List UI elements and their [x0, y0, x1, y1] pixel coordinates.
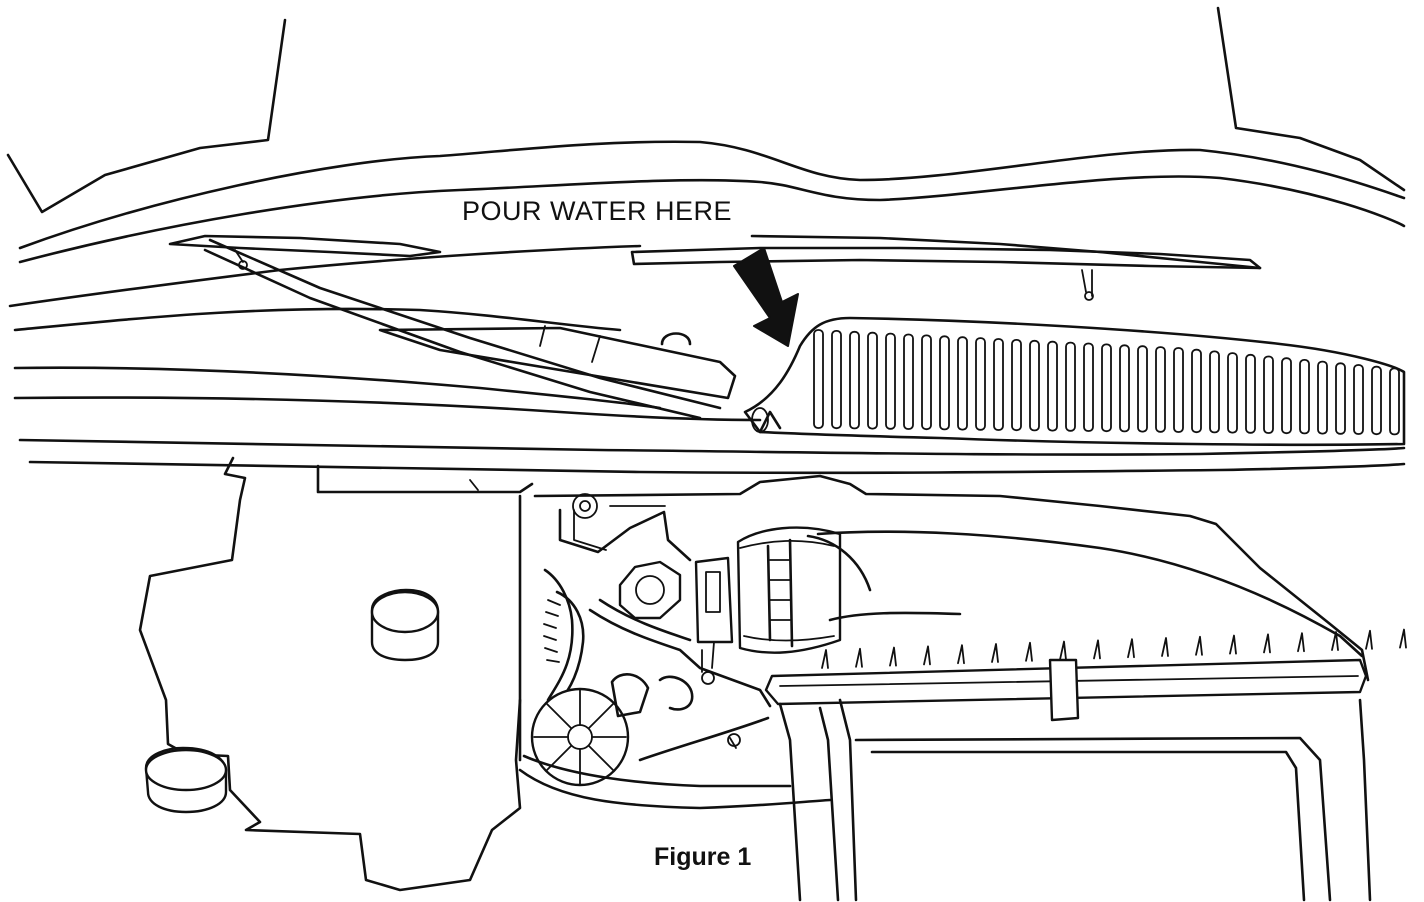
filter-rib	[1195, 635, 1203, 656]
vent-slot	[1245, 353, 1256, 434]
cap-lower	[144, 746, 228, 814]
engine-components	[518, 474, 1407, 902]
vent-slot	[1281, 357, 1292, 435]
vent-slot	[1029, 339, 1040, 432]
filter-rib	[1059, 640, 1067, 661]
filter-rib	[1229, 634, 1237, 655]
vent-slot	[1191, 348, 1202, 434]
filter-rib	[1127, 638, 1135, 659]
vent-slot	[1083, 342, 1094, 432]
figure-caption: Figure 1	[654, 843, 752, 871]
vent-slot	[993, 338, 1004, 431]
vent-slot	[867, 331, 878, 430]
vent-slot	[975, 337, 986, 431]
vent-slot	[1119, 344, 1130, 433]
vent-slot	[1263, 355, 1274, 434]
vent-slot	[957, 336, 968, 431]
vent-slot	[921, 334, 932, 431]
filter-rib	[855, 647, 863, 668]
vent-slot	[1137, 345, 1148, 433]
vent-slot	[1209, 350, 1220, 434]
pour-water-here-label: POUR WATER HERE	[462, 196, 733, 226]
down-right-arrow-icon	[733, 247, 799, 347]
vent-slot	[1335, 362, 1346, 435]
filter-rib	[991, 643, 999, 663]
bulkhead	[138, 456, 534, 892]
vent-slot	[1353, 364, 1364, 435]
vent-slot	[1011, 338, 1022, 432]
vent-slot	[1227, 352, 1238, 434]
cap-upper	[370, 588, 440, 662]
vent-slot	[1155, 346, 1166, 433]
vent-slot	[1065, 341, 1076, 432]
filter-rib	[1093, 639, 1101, 660]
wiper-right	[630, 234, 1262, 301]
vent-slot	[1299, 358, 1310, 435]
filter-rib	[1263, 633, 1271, 654]
vent-slot	[1317, 360, 1328, 435]
vent-slot	[813, 329, 824, 429]
filter-rib	[1331, 631, 1339, 651]
filter-rib	[821, 649, 829, 669]
vent-slot	[831, 329, 842, 430]
cowl-panel	[8, 140, 1406, 475]
filter-rib	[889, 646, 897, 667]
vent-slot	[1371, 365, 1382, 436]
hood	[6, 6, 1406, 214]
vent-slot	[849, 330, 860, 430]
filter-rib	[1025, 641, 1033, 662]
filter-rib	[957, 644, 965, 665]
filter-rib	[923, 645, 931, 666]
vent-slot	[1047, 340, 1058, 432]
filter-rib	[1399, 628, 1407, 649]
vent-slot	[1389, 367, 1400, 436]
filter-rib	[1161, 637, 1169, 657]
wiper-left	[168, 234, 737, 420]
vent-slot	[1101, 343, 1112, 433]
vent-slot	[1173, 347, 1184, 433]
vent-slot	[939, 335, 950, 431]
vent-slot	[903, 333, 914, 430]
filter-rib	[1297, 632, 1305, 653]
cowl-vent-grille	[743, 316, 1406, 447]
filter-rib	[1365, 629, 1373, 650]
vent-slot	[885, 332, 896, 430]
